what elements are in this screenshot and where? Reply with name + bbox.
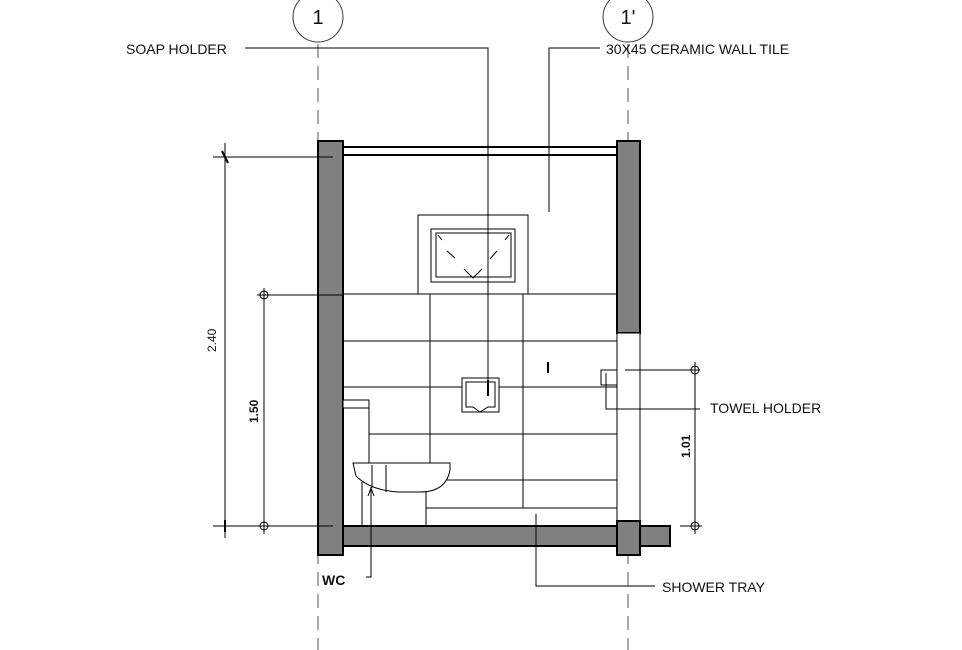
soap-holder xyxy=(461,377,500,413)
dimension-tile-height: 1.50 xyxy=(247,399,261,423)
right-wall-opening xyxy=(616,332,641,522)
label-wall-tile: 30X45 CERAMIC WALL TILE xyxy=(606,41,789,57)
grid-bubble-1: 1 xyxy=(292,0,344,43)
right-wall-base xyxy=(616,520,641,556)
left-wall xyxy=(317,140,344,556)
grid-bubble-1-prime: 1' xyxy=(602,0,654,43)
dimension-lines xyxy=(213,143,702,538)
label-shower-tray: SHOWER TRAY xyxy=(662,579,766,595)
label-soap-holder: SOAP HOLDER xyxy=(126,41,227,57)
mirror xyxy=(417,214,529,295)
grid-lines xyxy=(317,44,629,650)
wc-toilet xyxy=(342,399,451,526)
dimension-towel-height: 1.01 xyxy=(679,434,693,458)
grid-label-1: 1 xyxy=(312,7,323,29)
dimension-total-height: 2.40 xyxy=(205,328,219,352)
grid-label-1-prime: 1' xyxy=(621,7,636,29)
towel-holder xyxy=(600,369,618,386)
label-wc: WC xyxy=(322,572,345,588)
leaders xyxy=(245,47,700,587)
floor-slab xyxy=(342,525,671,547)
right-wall xyxy=(616,140,641,334)
label-towel-holder: TOWEL HOLDER xyxy=(710,400,821,416)
